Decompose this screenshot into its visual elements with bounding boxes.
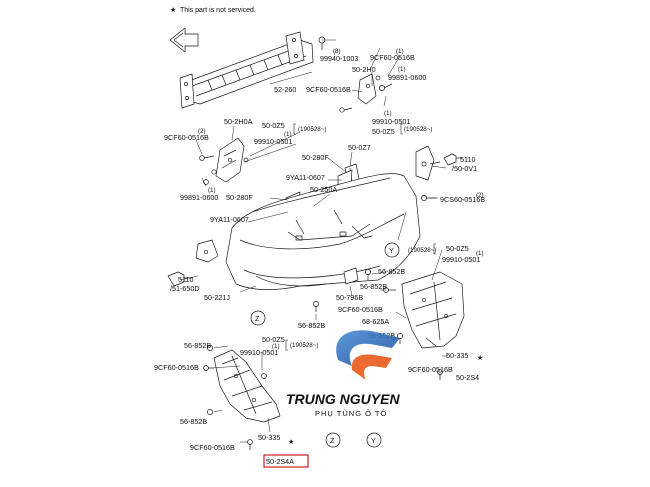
- bracket-50-796b: [343, 267, 359, 285]
- watermark-brand: TRUNG NGUYEN: [286, 391, 400, 407]
- part-label: 50-280F: [302, 153, 329, 162]
- not-serviced-star-right: ★: [477, 353, 483, 362]
- date-brackets: [285, 123, 436, 351]
- callout-letter: Y: [389, 246, 394, 255]
- part-label: 56-852B: [180, 417, 207, 426]
- fastener-56-852b-right: [397, 333, 403, 344]
- part-label: 56-852B: [298, 321, 325, 330]
- watermark-logo: [336, 330, 400, 380]
- part-label: 9CF60-0516B: [370, 53, 415, 62]
- part-label: 50-221J: [204, 293, 230, 302]
- part-label: 50-335: [446, 351, 468, 360]
- clip-99910-left: [261, 373, 267, 379]
- part-label: 56-852B: [378, 267, 405, 276]
- bracket-50-2h0: [339, 73, 393, 113]
- lamp-socket-5110-upper: [443, 153, 462, 166]
- part-label: 50-250A: [310, 185, 337, 194]
- part-label: 50-0Z5: [446, 244, 469, 253]
- fastener-56-852b-center: [313, 301, 319, 312]
- part-label: 99891-0600: [180, 193, 218, 202]
- lamp-socket-5110-lower: [167, 271, 192, 287]
- qty-label: (1): [272, 343, 280, 350]
- qty-label: (1): [284, 131, 292, 138]
- date-label: (190528~): [298, 126, 326, 133]
- bracket-50-2h0a: [199, 137, 249, 185]
- part-label-highlighted: 50-2S4A: [266, 457, 294, 466]
- part-label: 50-0Z5: [262, 121, 285, 130]
- part-label: 50-335: [258, 433, 280, 442]
- callout-y-lower: [366, 432, 382, 448]
- part-label: 50-2H0: [352, 65, 376, 74]
- part-label: 9CF60-0516B: [306, 85, 351, 94]
- part-label: 50-2S4: [456, 373, 479, 382]
- part-label: 68-625A: [362, 317, 389, 326]
- qty-label: (2): [198, 128, 206, 135]
- part-label: 9YA11-0607: [286, 173, 325, 182]
- part-label: /51-650D: [170, 284, 200, 293]
- part-label: 9YA11-0607: [210, 215, 249, 224]
- part-label: 9CF60-0516B: [408, 365, 453, 374]
- part-label: 99910-0501: [442, 255, 480, 264]
- fastener-56-852b-upper: [365, 269, 371, 280]
- part-label: 50-0Z7: [348, 143, 371, 152]
- not-serviced-note: This part is not serviced.: [180, 7, 256, 14]
- part-label: 99891-0600: [388, 73, 426, 82]
- qty-label: (2): [476, 192, 484, 199]
- side-bracket-left: [195, 239, 219, 263]
- callout-letter: Y: [371, 436, 376, 445]
- bumper-reinforcement-beam: [179, 31, 314, 109]
- part-label: 56-852B: [184, 341, 211, 350]
- qty-label: (1): [476, 250, 484, 257]
- qty-label: (8): [333, 48, 341, 55]
- bolt-99940: [318, 36, 326, 50]
- part-label: 99910-0501: [240, 348, 278, 357]
- qty-label: (1): [208, 187, 216, 194]
- part-label: 99940-1003: [320, 54, 358, 63]
- part-label: 99910-0501: [372, 117, 410, 126]
- callout-letter: Z: [255, 314, 260, 323]
- callout-letter: Z: [330, 436, 335, 445]
- part-label: /50-0V1: [452, 164, 477, 173]
- qty-label: (1): [384, 110, 392, 117]
- part-label: 50-796B: [336, 293, 363, 302]
- part-label: 9CF60-0516B: [190, 443, 235, 452]
- note-star: ★: [170, 6, 176, 14]
- highlight-box: [263, 454, 309, 468]
- front-arrow-icon: [169, 27, 199, 53]
- fastener-56-852b-left-a: [207, 345, 213, 351]
- watermark-tagline: PHỤ TÙNG Ô TÔ: [315, 409, 387, 418]
- side-bracket-right: [415, 145, 441, 181]
- part-label: 9CF60-0516B: [164, 133, 209, 142]
- part-label: 52-260: [274, 85, 296, 94]
- not-serviced-star-left: ★: [288, 437, 294, 446]
- fastener-56-852b-left-b: [207, 409, 213, 415]
- under-cover-left: [213, 349, 281, 423]
- callout-y-upper: [384, 242, 400, 258]
- clip-9cf60-left-b: [247, 439, 253, 450]
- qty-label: (1): [398, 66, 406, 73]
- part-label: 56-852B: [360, 282, 387, 291]
- part-label: 5110: [460, 155, 475, 164]
- part-label: 50-280F: [226, 193, 253, 202]
- part-label: 50-2H0A: [224, 117, 253, 126]
- under-cover-right: [401, 271, 465, 349]
- date-label: (190528~): [290, 342, 318, 349]
- part-label: 50-0Z5: [262, 335, 285, 344]
- date-label: (190528~): [408, 247, 436, 254]
- callout-z-lower: [325, 432, 341, 448]
- part-label: 99910-0501: [254, 137, 292, 146]
- date-label: (190528~): [404, 126, 432, 133]
- part-label: 9CS60-0516B: [440, 195, 485, 204]
- qty-label: (1): [396, 48, 404, 55]
- part-label: 9CF60-0516B: [338, 305, 383, 314]
- leader-lines: [179, 39, 448, 443]
- part-label: 5110: [178, 275, 193, 284]
- part-label: 9CF60-0516B: [154, 363, 199, 372]
- callout-z-upper: [250, 310, 266, 326]
- rear-bumper-cover: [225, 173, 421, 290]
- part-label: 50-0Z5: [372, 127, 395, 136]
